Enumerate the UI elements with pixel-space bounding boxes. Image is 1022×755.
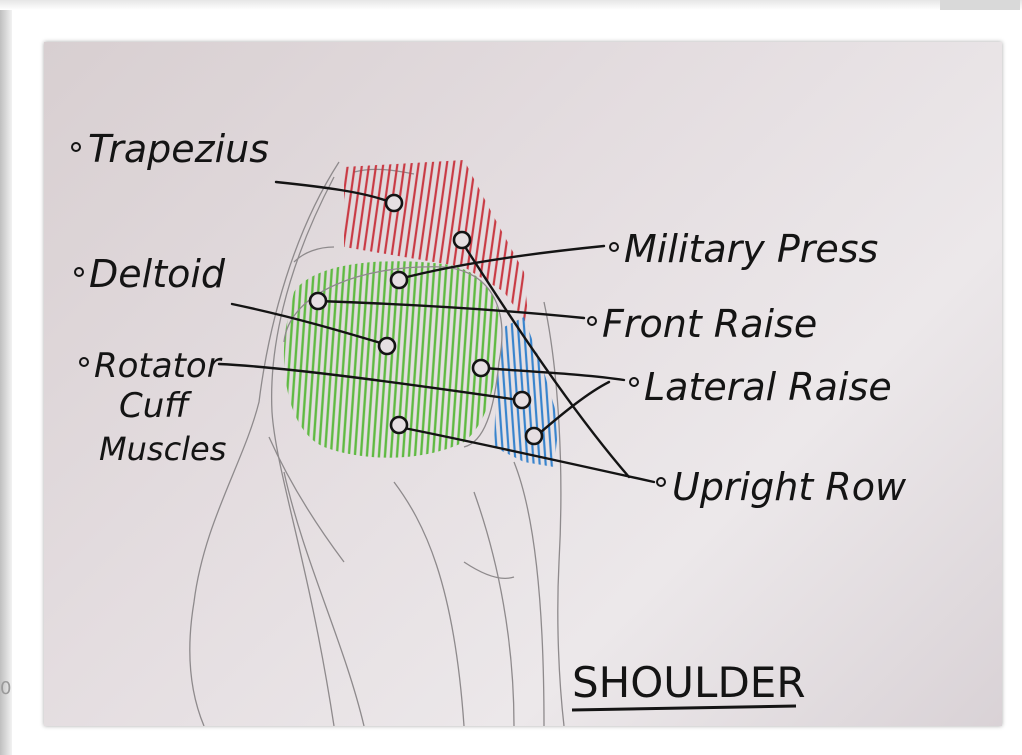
shoulder-sketch: Trapezius Deltoid Rotator Cuff Muscles M… [44, 42, 1002, 726]
label-lateral-raise: Lateral Raise [644, 365, 892, 409]
label-rotator-cuff-line1: Rotator [94, 346, 223, 386]
sketch-photo: Trapezius Deltoid Rotator Cuff Muscles M… [44, 42, 1002, 726]
frame-left-edge [0, 10, 12, 755]
label-upright-row: Upright Row [672, 465, 907, 509]
label-rotator-cuff-line3: Muscles [99, 430, 226, 468]
label-military-press: Military Press [624, 227, 878, 271]
label-rotator-cuff-line2: Cuff [119, 386, 192, 426]
corner-tab [940, 0, 1020, 10]
frame-top-edge [0, 0, 1022, 10]
label-front-raise: Front Raise [602, 302, 817, 346]
label-shoulder-title: SHOULDER [572, 658, 806, 707]
edge-glyph: 0 [0, 678, 11, 699]
label-trapezius: Trapezius [88, 127, 269, 171]
label-deltoid: Deltoid [89, 252, 226, 296]
